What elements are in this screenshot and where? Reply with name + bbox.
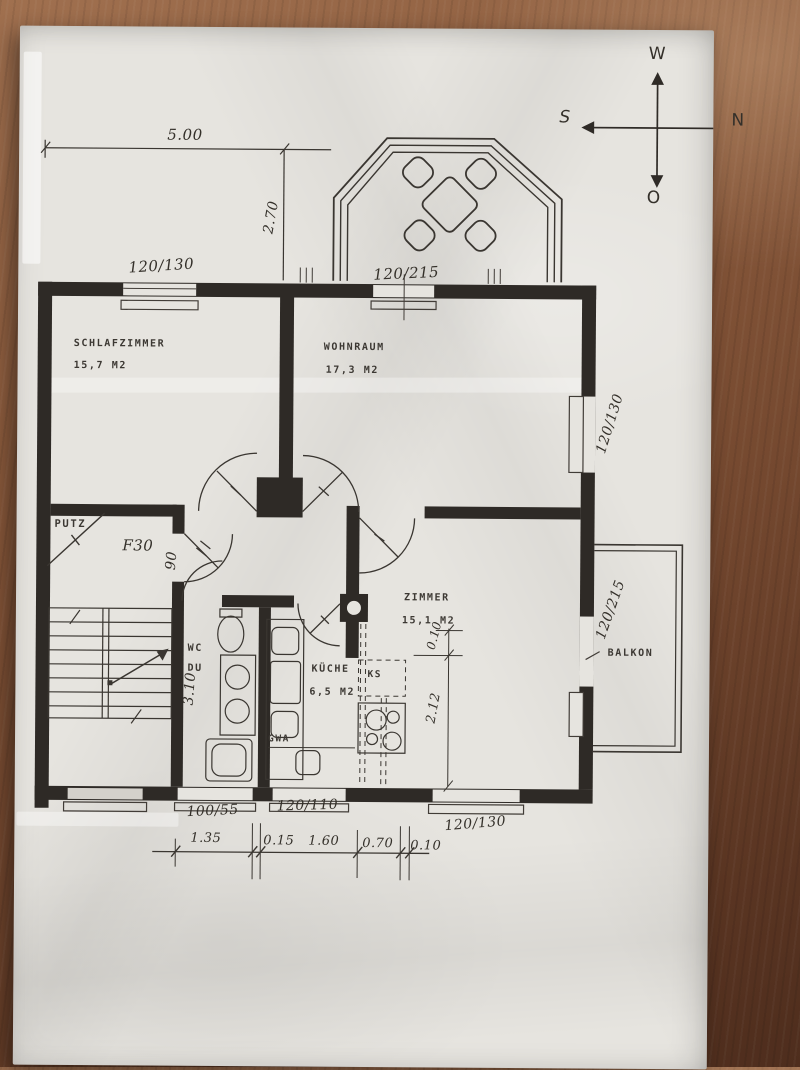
chain-dim-5: 0.10 — [410, 838, 441, 853]
chair-icon — [463, 155, 500, 192]
sink-icon — [225, 699, 249, 723]
chair-icon — [400, 154, 437, 191]
wc-fixtures — [206, 609, 256, 781]
compass-west-label: W — [649, 44, 666, 64]
kitchen-fixtures — [266, 619, 406, 786]
dim-entry-door-width: 90 — [163, 551, 181, 571]
compass-north-label: N — [731, 111, 744, 131]
room-area-schlafzimmer: 15,7 M2 — [74, 360, 127, 371]
appliance-icon — [272, 627, 299, 654]
compass-rose — [583, 74, 714, 187]
staircase — [48, 608, 172, 724]
dim-wc-length: 3.10 — [181, 672, 199, 706]
room-label-balkon: BALKON — [608, 648, 654, 659]
chain-dim-4: 0.70 — [362, 836, 393, 851]
chain-dim-1: 1.35 — [190, 831, 221, 846]
room-area-wohnraum: 17,3 M2 — [326, 365, 379, 376]
paper-sheet: W N S O 5.00 2.70 120/130 120/215 120/13… — [13, 26, 714, 1070]
chair-icon — [462, 217, 499, 254]
annotation-gwa: GWA — [268, 733, 290, 744]
arrow-up-icon — [653, 74, 663, 84]
compass-south-label: S — [559, 107, 570, 127]
bay-terrace — [333, 138, 562, 283]
chain-dim-3: 1.60 — [308, 834, 339, 849]
arrow-left-icon — [583, 123, 593, 133]
kitchen-sink-icon — [270, 661, 300, 703]
annotation-ks: KS — [367, 669, 382, 680]
sink-icon — [225, 665, 249, 689]
floorplan-linework — [13, 26, 714, 1070]
toilet-icon — [218, 616, 244, 652]
chair-icon — [401, 217, 438, 254]
shower-icon — [206, 739, 252, 781]
window-label-kueche-bottom: 120/110 — [276, 797, 338, 815]
dishwasher-icon — [296, 751, 320, 775]
room-label-kueche: KÜCHE — [311, 664, 349, 675]
room-label-zimmer: ZIMMER — [404, 592, 450, 603]
room-label-wc: WC — [188, 643, 203, 654]
annotation-f30: F30 — [122, 536, 153, 554]
room-label-schlafzimmer: SCHLAFZIMMER — [74, 338, 166, 350]
chain-dim-2: 0.15 — [263, 833, 294, 848]
compass-east-label: O — [647, 188, 661, 208]
dim-width-label: 5.00 — [167, 126, 203, 144]
arrow-down-icon — [652, 176, 662, 186]
window-label-wc-bottom: 100/55 — [186, 802, 239, 820]
room-area-kueche: 6,5 M2 — [309, 687, 355, 698]
room-label-wohnraum: WOHNRAUM — [324, 342, 385, 353]
room-label-putz: PUTZ — [54, 518, 86, 530]
vent-shaft-icon — [347, 601, 361, 615]
window-label-bay-door: 120/215 — [373, 263, 440, 284]
